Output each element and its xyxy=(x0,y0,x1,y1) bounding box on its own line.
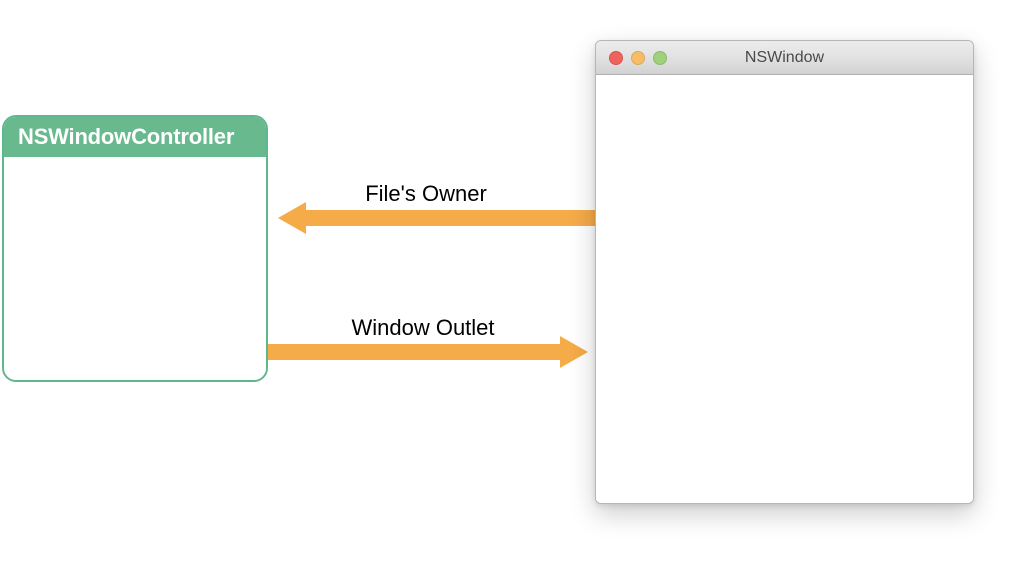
arrow-files-owner-label: File's Owner xyxy=(365,181,487,206)
nswindow-title: NSWindow xyxy=(744,48,825,66)
nswindowcontroller-title: NSWindowController xyxy=(18,124,235,149)
zoom-button-icon[interactable] xyxy=(653,50,667,65)
nswindow-titlebar[interactable]: NSWindow xyxy=(596,41,973,75)
nswindow-content-area xyxy=(596,75,973,503)
close-button-icon[interactable] xyxy=(609,50,623,65)
arrow-window-outlet-label: Window Outlet xyxy=(351,315,495,340)
arrow-left-icon xyxy=(278,202,598,234)
nswindowcontroller-header: NSWindowController xyxy=(4,117,266,157)
nswindowcontroller-body xyxy=(4,157,266,380)
minimize-button-icon[interactable] xyxy=(631,50,645,65)
nswindow: NSWindow xyxy=(595,40,974,504)
arrow-files-owner xyxy=(276,200,598,236)
traffic-light-group xyxy=(609,41,667,74)
arrow-window-outlet xyxy=(268,334,590,370)
arrow-right-icon xyxy=(268,336,588,368)
nswindowcontroller-box: NSWindowController xyxy=(2,115,268,382)
